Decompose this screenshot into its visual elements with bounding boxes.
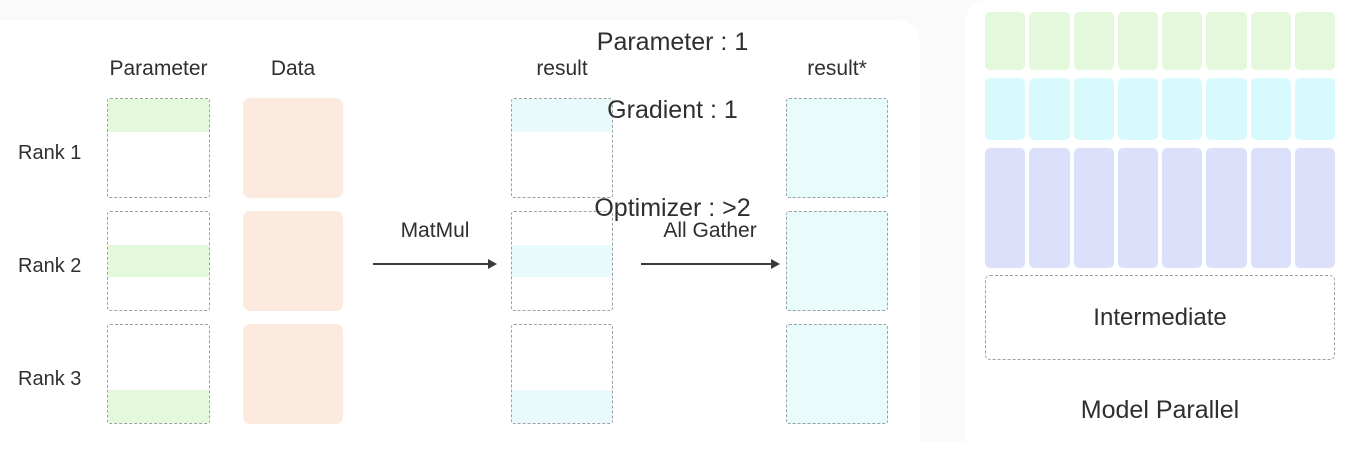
legend-row-gradient bbox=[985, 78, 1335, 140]
legend-cell bbox=[1250, 148, 1291, 268]
legend-cell bbox=[985, 12, 1026, 70]
result-star-box-rank-1 bbox=[786, 98, 888, 198]
parameter-box-rank-2 bbox=[107, 211, 210, 311]
result-slot-filled bbox=[512, 244, 612, 278]
diagram-canvas: Parameter Data result result* Rank 1 Ran… bbox=[18, 12, 1335, 424]
data-box-rank-3 bbox=[243, 324, 343, 424]
legend-row-optimizer bbox=[985, 148, 1335, 268]
legend-cell bbox=[1294, 12, 1335, 70]
arrow-head-icon bbox=[771, 259, 780, 269]
legend-cell bbox=[1206, 78, 1247, 140]
legend-cell bbox=[1206, 148, 1247, 268]
result-slot-filled bbox=[512, 99, 612, 132]
legend-cell bbox=[1117, 148, 1158, 268]
legend-cell bbox=[1073, 78, 1114, 140]
rank-label-2: Rank 2 bbox=[18, 255, 82, 277]
arrow-head-icon bbox=[488, 259, 497, 269]
legend-cell bbox=[1073, 148, 1114, 268]
column-header-parameter: Parameter bbox=[109, 57, 208, 80]
operation-label-all-gather: All Gather bbox=[663, 219, 757, 242]
left-panel bbox=[0, 20, 920, 462]
parameter-box-rank-3 bbox=[107, 324, 210, 424]
matmul-arrow bbox=[373, 258, 497, 270]
legend-cell bbox=[1294, 78, 1335, 140]
result-star-box-rank-2 bbox=[786, 211, 888, 311]
legend-cell bbox=[1294, 148, 1335, 268]
legend-intermediate-label: Intermediate bbox=[1093, 303, 1227, 331]
rank-label-1: Rank 1 bbox=[18, 142, 82, 164]
arrow-shaft bbox=[373, 263, 490, 265]
legend-row-parameter bbox=[985, 12, 1335, 70]
operation-label-matmul: MatMul bbox=[400, 219, 470, 242]
legend-cell bbox=[1162, 78, 1203, 140]
legend-cell bbox=[1250, 12, 1291, 70]
result-box-rank-2 bbox=[511, 211, 613, 311]
result-slot-empty bbox=[512, 277, 612, 310]
parameter-slot-filled bbox=[108, 390, 209, 423]
result-box-rank-1 bbox=[511, 98, 613, 198]
legend-cell bbox=[1162, 148, 1203, 268]
column-header-result: result bbox=[536, 57, 588, 80]
result-slot-empty bbox=[512, 164, 612, 197]
result-slot-empty bbox=[512, 325, 612, 358]
legend-cell bbox=[1250, 78, 1291, 140]
parameter-slot-filled bbox=[108, 99, 209, 132]
legend-cell bbox=[1117, 12, 1158, 70]
legend-cell bbox=[985, 78, 1026, 140]
parameter-slot-empty bbox=[108, 277, 209, 310]
legend-cell bbox=[1206, 12, 1247, 70]
column-header-result-star: result* bbox=[807, 57, 867, 80]
parameter-slot-empty bbox=[108, 325, 209, 358]
result-box-rank-3 bbox=[511, 324, 613, 424]
data-box-rank-2 bbox=[243, 211, 343, 311]
legend-cell bbox=[1029, 12, 1070, 70]
parameter-slot-filled bbox=[108, 244, 209, 278]
rank-label-3: Rank 3 bbox=[18, 368, 82, 390]
legend-cell bbox=[1029, 148, 1070, 268]
parameter-slot-empty bbox=[108, 164, 209, 197]
all-gather-arrow bbox=[641, 258, 780, 270]
legend-cell bbox=[1029, 78, 1070, 140]
data-box-rank-1 bbox=[243, 98, 343, 198]
parameter-slot-empty bbox=[108, 358, 209, 391]
legend-cell bbox=[985, 148, 1026, 268]
result-star-box-rank-3 bbox=[786, 324, 888, 424]
column-header-data: Data bbox=[270, 57, 316, 80]
result-slot-empty bbox=[512, 358, 612, 391]
diagram-caption: Model Parallel bbox=[1080, 396, 1240, 424]
legend-cell bbox=[1117, 78, 1158, 140]
result-slot-empty bbox=[512, 132, 612, 165]
parameter-slot-empty bbox=[108, 132, 209, 165]
legend-cell bbox=[1162, 12, 1203, 70]
legend-cell bbox=[1073, 12, 1114, 70]
parameter-slot-empty bbox=[108, 212, 209, 245]
result-slot-filled bbox=[512, 390, 612, 423]
parameter-box-rank-1 bbox=[107, 98, 210, 198]
legend-intermediate-box: Intermediate bbox=[985, 275, 1335, 360]
result-slot-empty bbox=[512, 212, 612, 245]
arrow-shaft bbox=[641, 263, 773, 265]
